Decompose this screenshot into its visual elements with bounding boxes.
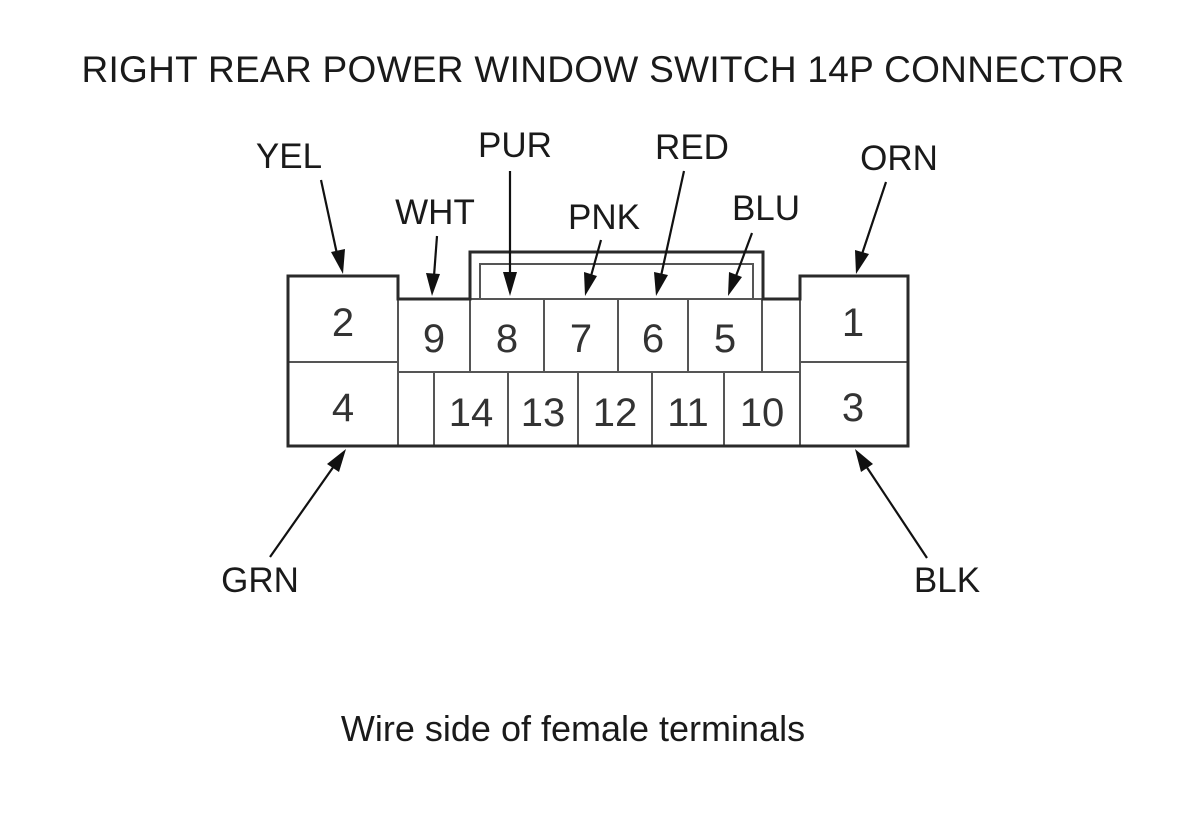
pin-1-label: 1: [842, 301, 864, 345]
arrowhead-blk: [855, 449, 873, 472]
arrowhead-pur: [503, 272, 517, 296]
diagram-caption: Wire side of female terminals: [341, 708, 805, 749]
pin-7-label: 7: [570, 317, 592, 361]
arrow-red: [659, 170, 686, 277]
wire-label-blk: BLK: [914, 561, 980, 600]
arrow-pnk: [589, 239, 603, 277]
arrow-orn: [860, 181, 888, 255]
wire-labels: YEL WHT PUR PNK RED BLU ORN GRN BLK: [221, 126, 980, 600]
arrowhead-wht: [426, 273, 440, 296]
pin-13-label: 13: [521, 391, 566, 435]
leader-arrows: [269, 170, 928, 559]
arrow-yel: [319, 179, 339, 255]
wire-label-orn: ORN: [860, 139, 938, 178]
terminal-cell-blank-bottom: [397, 371, 435, 447]
terminal-cell-blank-top: [761, 298, 801, 373]
arrow-blk: [865, 465, 928, 559]
arrowhead-yel: [331, 249, 345, 274]
pin-9-label: 9: [423, 317, 445, 361]
wire-label-wht: WHT: [395, 193, 475, 232]
wire-label-pur: PUR: [478, 126, 552, 165]
pin-12-label: 12: [593, 391, 638, 435]
pin-6-label: 6: [642, 317, 664, 361]
arrow-wht: [432, 235, 439, 277]
connector-body: [286, 250, 910, 448]
pin-numbers: 2 4 1 3 9 8 7 6 5 14 13 12 11 10: [332, 301, 864, 435]
pin-4-label: 4: [332, 386, 354, 430]
pin-2-label: 2: [332, 301, 354, 345]
pin-14-label: 14: [449, 391, 494, 435]
wire-label-red: RED: [655, 128, 729, 167]
pin-8-label: 8: [496, 317, 518, 361]
wire-label-pnk: PNK: [568, 198, 640, 237]
arrow-blu: [734, 232, 754, 277]
pin-3-label: 3: [842, 386, 864, 430]
arrowhead-grn: [327, 449, 346, 472]
arrowhead-red: [654, 272, 668, 296]
wire-label-grn: GRN: [221, 561, 299, 600]
pin-11-label: 11: [667, 391, 709, 435]
pin-5-label: 5: [714, 317, 736, 361]
arrowhead-pnk: [584, 272, 597, 296]
diagram-title: RIGHT REAR POWER WINDOW SWITCH 14P CONNE…: [81, 49, 1124, 90]
pin-10-label: 10: [740, 391, 785, 435]
arrowhead-blu: [728, 272, 742, 296]
wire-label-yel: YEL: [256, 137, 322, 176]
wire-label-blu: BLU: [732, 189, 800, 228]
arrowhead-orn: [855, 250, 869, 274]
arrow-grn: [269, 465, 335, 558]
